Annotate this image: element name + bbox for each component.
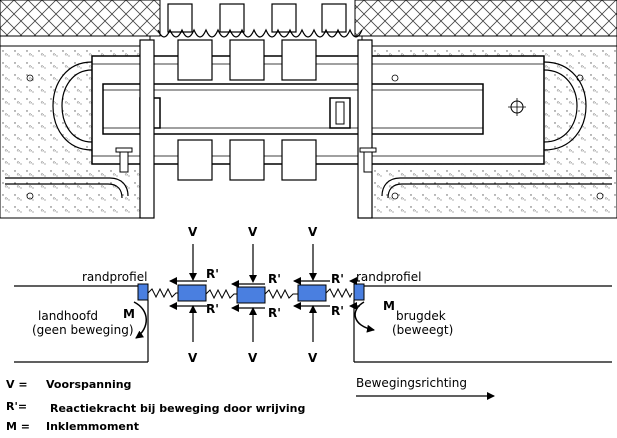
landhoofd-label: landhoofd <box>38 309 98 323</box>
legend: V = Voorspanning R'= Reactiekracht bij b… <box>6 378 305 433</box>
moment-left <box>133 301 147 339</box>
legend-text-v: Voorspanning <box>46 378 131 391</box>
r-label-bottom-1: R' <box>206 302 219 316</box>
schematic: V V V V V V R' R' R' R' R' R' M M randpr… <box>6 225 612 433</box>
legend-text-r: Reactiekracht bij beweging door wrijving <box>50 402 305 415</box>
r-label-bottom-3: R' <box>331 304 344 318</box>
moment-right <box>354 301 375 333</box>
v-arrows-top <box>189 244 317 283</box>
lamella-1 <box>177 284 207 302</box>
r-label-bottom-2: R' <box>268 306 281 320</box>
r-label-top-2: R' <box>268 272 281 286</box>
m-label-right: M <box>383 299 395 313</box>
springs <box>147 287 353 300</box>
v-arrows-bottom <box>189 305 317 342</box>
legend-symbol-m: M = <box>6 420 30 433</box>
edge-profile-right <box>353 283 365 301</box>
technical-drawing <box>0 0 617 219</box>
movement-direction-label: Bewegingsrichting <box>356 376 467 390</box>
r-arrows-top <box>169 277 360 288</box>
randprofiel-right-label: randprofiel <box>356 270 421 284</box>
legend-symbol-r: R'= <box>6 400 27 413</box>
edge-profile-left <box>137 283 149 301</box>
lamella-3 <box>297 284 327 302</box>
v-label-top-2: V <box>248 225 258 239</box>
brugdek-sub-label: (beweegt) <box>392 323 453 337</box>
m-label-left: M <box>123 307 135 321</box>
v-label-bottom-2: V <box>248 351 258 365</box>
brugdek-label: brugdek <box>396 309 446 323</box>
lamella-2 <box>236 286 266 304</box>
legend-symbol-v: V = <box>6 378 28 391</box>
r-arrows-bottom <box>169 302 360 312</box>
v-label-bottom-3: V <box>308 351 318 365</box>
v-label-bottom-1: V <box>188 351 198 365</box>
landhoofd-sub-label: (geen beweging) <box>32 323 134 337</box>
randprofiel-left-label: randprofiel <box>82 270 147 284</box>
legend-text-m: Inklemmoment <box>46 420 139 433</box>
v-label-top-1: V <box>188 225 198 239</box>
r-label-top-1: R' <box>206 267 219 281</box>
r-label-top-3: R' <box>331 272 344 286</box>
v-label-top-3: V <box>308 225 318 239</box>
